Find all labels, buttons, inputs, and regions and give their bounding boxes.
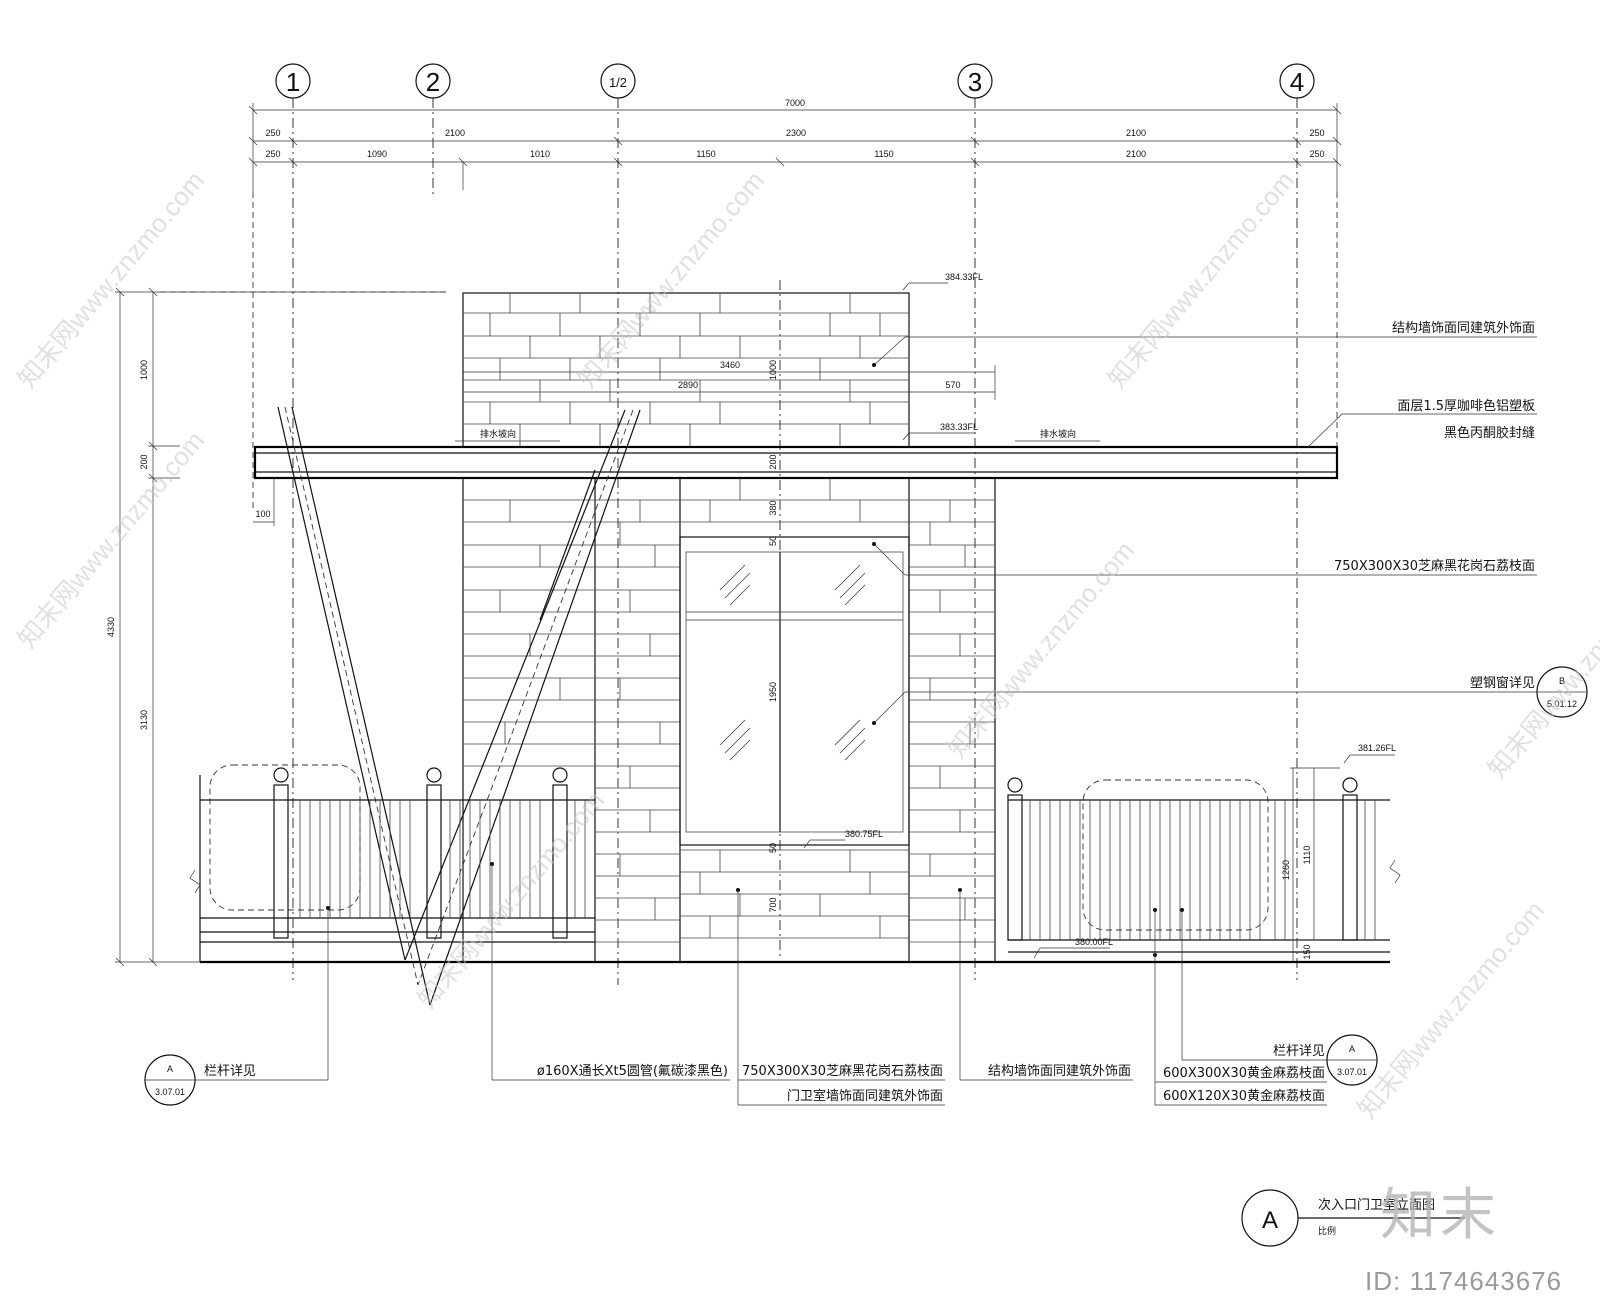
right-leaders: 结构墙饰面同建筑外饰面 面层1.5厚咖啡色铝塑板 黑色丙酮胶封缝 750X300…: [872, 320, 1588, 725]
watermark-text: 知末网www.znzmo.com: [942, 535, 1140, 763]
dim-c-380: 380: [768, 500, 778, 515]
dim-r2-c: 1010: [530, 149, 550, 159]
label-rail-right: 栏杆详见: [1273, 1044, 1325, 1059]
dim-roof-100: 100: [255, 509, 270, 519]
window-ref-letter: B: [1559, 676, 1565, 686]
label-stone2: 600X120X30黄金麻荔枝面: [1163, 1088, 1325, 1104]
dim-r1-b: 2100: [445, 128, 465, 138]
roof-slab: 排水坡向 排水坡向: [253, 428, 1339, 480]
watermark: 知末网www.znzmo.com 知末网www.znzmo.com 知末网www…: [12, 165, 1600, 1123]
left-dimensions: 4330 1000 200 3130 100: [106, 287, 450, 967]
label-pipe: ø160X通长Xt5圆管(氟碳漆黑色): [537, 1063, 728, 1079]
dim-r1-e: 250: [1309, 128, 1324, 138]
watermark-text: 知末网www.znzmo.com: [1352, 895, 1550, 1123]
label-roof-seal: 黑色丙酮胶封缝: [1444, 425, 1535, 441]
rail-ref-right-letter: A: [1349, 1044, 1355, 1054]
upper-stone-wall: 3460 2890 570 384.33FL 383.33FL: [462, 272, 996, 448]
dim-c-50b: 50: [768, 843, 778, 853]
dim-left-1000: 1000: [139, 360, 149, 380]
bottom-leaders: A 3.07.01 栏杆详见 ø160X通长Xt5圆管(氟碳漆黑色) 750X3…: [144, 862, 1378, 1106]
label-guard-wall: 门卫室墙饰面同建筑外饰面: [787, 1088, 943, 1104]
axis-bubble-1: 1: [275, 63, 311, 99]
title-letter: A: [1262, 1207, 1278, 1234]
axis-bubble-3: 3: [957, 63, 993, 99]
top-dimensions: 7000 250 2100 2300 2100 250 250 1090 101…: [248, 98, 1342, 510]
label-window: 塑钢窗详见: [1470, 675, 1535, 691]
watermark-text: 知末网www.znzmo.com: [12, 165, 210, 393]
title-block: A 次入口门卫室立面图 比例: [1241, 1189, 1465, 1247]
dim-r2-b: 1090: [367, 149, 387, 159]
axis-bubble-4: 4: [1279, 63, 1315, 99]
lower-building: [462, 478, 996, 962]
watermark-id: ID: 1174643676: [1365, 1266, 1563, 1296]
axis-bubble-1-2: 1/2: [600, 63, 636, 99]
dim-left-200: 200: [139, 454, 149, 469]
axis-label: 4: [1290, 67, 1304, 97]
steel-pipes: [277, 406, 641, 1006]
dim-r1-d: 2100: [1126, 128, 1146, 138]
elev-rail: 381.26FL: [1358, 743, 1396, 753]
label-rail-left: 栏杆详见: [204, 1064, 256, 1079]
dim-left-3130: 3130: [139, 710, 149, 730]
rail-ref-left-letter: A: [167, 1064, 173, 1074]
dim-c-1950: 1950: [768, 682, 778, 702]
drain-note-left: 排水坡向: [480, 428, 516, 439]
watermark-text: 知末网www.znzmo.com: [1102, 165, 1300, 393]
watermark-text: 知末网www.znzmo.com: [1482, 555, 1600, 783]
dim-c-200: 200: [768, 454, 778, 469]
axis-lines: [292, 98, 1298, 985]
dim-r2-g: 250: [1309, 149, 1324, 159]
label-granite-bottom: 750X300X30芝麻黑花岗石荔枝面: [742, 1063, 943, 1079]
window-ref-sheet: 5.01.12: [1547, 699, 1577, 709]
label-roof-panel: 面层1.5厚咖啡色铝塑板: [1397, 398, 1535, 414]
dim-rail-1110: 1110: [1302, 846, 1312, 865]
drain-note-right: 排水坡向: [1040, 428, 1076, 439]
title-scale-label: 比例: [1318, 1225, 1336, 1236]
axis-label: 1/2: [609, 75, 627, 90]
dim-r1-c: 2300: [786, 128, 806, 138]
dim-rail-1260: 1260: [1281, 860, 1291, 880]
label-granite-right: 750X300X30芝麻黑花岗石荔枝面: [1334, 558, 1535, 574]
dim-wall-3460: 3460: [720, 360, 740, 370]
dim-r1-a: 250: [265, 128, 280, 138]
label-wall-finish: 结构墙饰面同建筑外饰面: [1392, 320, 1535, 336]
elev-top: 384.33FL: [945, 272, 983, 282]
axis-label: 1: [286, 67, 300, 97]
axis-bubble-2: 2: [415, 63, 451, 99]
dim-c-1000: 1000: [768, 360, 778, 380]
title-name: 次入口门卫室立面图: [1318, 1197, 1435, 1213]
elev-ground: 380.00FL: [1075, 937, 1113, 947]
watermark-text: 知末网www.znzmo.com: [572, 165, 770, 393]
axis-label: 3: [968, 67, 982, 97]
dim-r2-a: 250: [265, 149, 280, 159]
dim-c-700: 700: [768, 897, 778, 912]
dim-r2-e: 1150: [874, 149, 893, 159]
axis-label: 2: [426, 67, 440, 97]
label-stone1: 600X300X30黄金麻荔枝面: [1163, 1065, 1325, 1081]
rail-ref-right-sheet: 3.07.01: [1337, 1067, 1367, 1077]
dim-total: 7000: [785, 98, 805, 108]
dim-wall-2890: 2890: [678, 380, 698, 390]
watermark-logo: 知末: [1380, 1183, 1500, 1248]
elev-sill: 380.75FL: [845, 829, 883, 839]
label-struct-wall: 结构墙饰面同建筑外饰面: [988, 1063, 1131, 1079]
dim-r2-d: 1150: [696, 149, 715, 159]
ground-line: 380.00FL: [200, 937, 1390, 964]
dim-c-50a: 50: [768, 536, 778, 546]
dim-rail-150: 150: [1302, 944, 1312, 959]
right-railing: 1260 1110 150 381.26FL: [1007, 743, 1401, 962]
elev-roof: 383.33FL: [940, 422, 978, 432]
dim-wall-570: 570: [945, 380, 960, 390]
dim-r2-f: 2100: [1126, 149, 1146, 159]
rail-ref-left-sheet: 3.07.01: [155, 1087, 185, 1097]
left-railing: [189, 764, 595, 962]
dim-left-total: 4330: [106, 617, 116, 637]
steel-window: 1000 200 380 50 1950 50 700 380.75FL: [679, 360, 910, 913]
